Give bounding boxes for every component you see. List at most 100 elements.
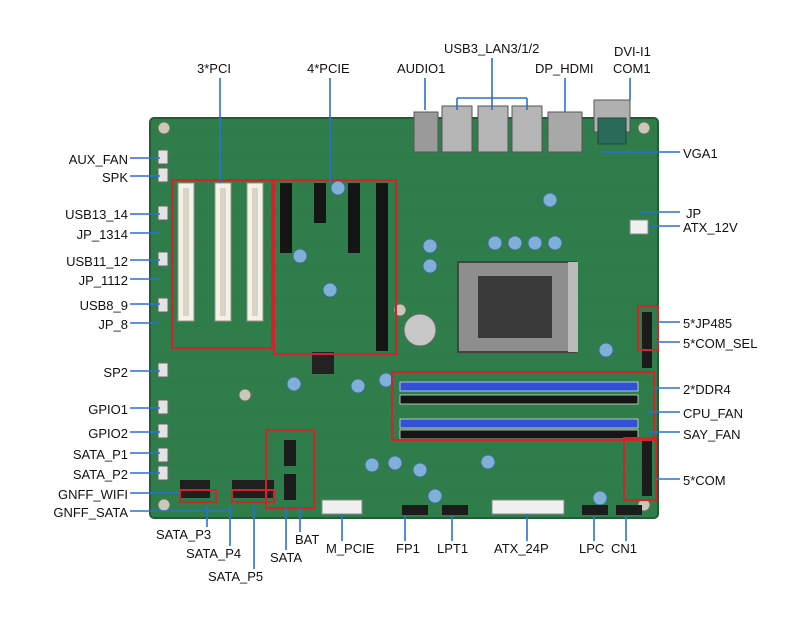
pcie-slot [314, 183, 326, 223]
m-pcie-slot [321, 499, 363, 515]
label-gnff-sata: GNFF_SATA [53, 505, 128, 520]
capacitor [350, 378, 366, 394]
capacitor [378, 372, 394, 388]
mounting-hole [238, 388, 252, 402]
pin-header [157, 205, 169, 221]
label-sp2: SP2 [103, 365, 128, 380]
label-atx-12v: ATX_12V [683, 220, 738, 235]
label-cpu-fan: CPU_FAN [683, 406, 743, 421]
label-pci: 3*PCI [197, 61, 231, 76]
com5-highlight-box [623, 437, 657, 501]
label-fp1: FP1 [396, 541, 420, 556]
capacitor [412, 462, 428, 478]
label-ddr4: 2*DDR4 [683, 382, 731, 397]
label-jp-8: JP_8 [98, 317, 128, 332]
label-cn1: CN1 [611, 541, 638, 556]
capacitor [387, 455, 403, 471]
label-gpio1: GPIO1 [88, 402, 128, 417]
pin-header [157, 167, 169, 183]
label-jp-1314: JP_1314 [76, 227, 128, 242]
pci-highlight-box [171, 179, 273, 349]
label-gnff-wifi: GNFF_WIFI [57, 487, 128, 502]
jp485-highlight-box [637, 305, 659, 351]
pin-header [157, 362, 169, 378]
capacitor [542, 192, 558, 208]
capacitor [487, 235, 503, 251]
label-usb3-lan: USB3_LAN3/1/2 [444, 41, 540, 56]
capacitor [286, 376, 302, 392]
audio-connector [413, 111, 439, 153]
label-sata-p5: SATA_P5 [208, 569, 264, 584]
capacitor [422, 238, 438, 254]
chipset [312, 352, 334, 374]
capacitor [547, 235, 563, 251]
label-aux-fan: AUX_FAN [68, 152, 128, 167]
pin-header [157, 423, 169, 439]
capacitor [427, 488, 443, 504]
label-sata-p3: SATA_P3 [156, 527, 212, 542]
pin-header [157, 447, 169, 463]
ddr4-highlight-box [391, 371, 655, 441]
dimm-slot [399, 429, 639, 440]
mounting-hole [637, 121, 651, 135]
label-usb8-9: USB8_9 [79, 298, 128, 313]
label-vga: VGA1 [683, 146, 718, 161]
pin-header [157, 399, 169, 415]
label-m-pcie: M_PCIE [326, 541, 375, 556]
label-lpc: LPC [579, 541, 605, 556]
atx-12v-connector [629, 219, 649, 235]
mounting-hole [157, 498, 171, 512]
label-sata-p4: SATA_P4 [186, 546, 242, 561]
capacitor [592, 490, 608, 506]
sata-connector [284, 474, 296, 500]
usb-lan-port [511, 105, 543, 153]
pcie-slot [376, 183, 388, 351]
pin-header [157, 149, 169, 165]
label-lpt1: LPT1 [437, 541, 469, 556]
pin-header [157, 297, 169, 313]
capacitor [507, 235, 523, 251]
battery [403, 313, 437, 347]
com-header [642, 440, 652, 496]
capacitor [527, 235, 543, 251]
label-sata-p1: SATA_P1 [72, 447, 128, 462]
gnff-sata-highlight [231, 489, 275, 503]
label-usb13-14: USB13_14 [65, 207, 128, 222]
label-bat: BAT [295, 532, 320, 547]
dimm-slot [399, 394, 639, 405]
atx-24p-connector [491, 499, 565, 515]
bottom-header [582, 505, 608, 515]
pcie-slot [348, 183, 360, 253]
usb-lan-port [477, 105, 509, 153]
cpu-lever [568, 262, 578, 352]
sata-highlight-box [265, 429, 315, 509]
bottom-header [442, 505, 468, 515]
bottom-header [616, 505, 642, 515]
pin-header [157, 251, 169, 267]
sata-connector [284, 440, 296, 466]
capacitor [422, 258, 438, 274]
cpu-socket-center [478, 276, 552, 338]
gnff-wifi-highlight [179, 489, 217, 503]
label-atx-24p: ATX_24P [494, 541, 549, 556]
capacitor [480, 454, 496, 470]
pcie-highlight-box [273, 179, 397, 355]
label-pcie: 4*PCIE [307, 61, 350, 76]
capacitor [330, 180, 346, 196]
label-usb11-12: USB11_12 [66, 254, 128, 269]
label-dvi: DVI-I1 [614, 44, 651, 59]
label-sata: SATA [270, 550, 303, 565]
mounting-hole [157, 121, 171, 135]
label-gpio2: GPIO2 [88, 426, 128, 441]
com-header [642, 312, 652, 368]
com1-port [597, 117, 627, 145]
label-com1: COM1 [613, 61, 651, 76]
pci-slot-groove [252, 188, 258, 316]
label-jp: JP [686, 206, 702, 221]
label-dp-hdmi: DP_HDMI [535, 61, 594, 76]
label-com-sel: 5*COM_SEL [683, 336, 758, 351]
capacitor [292, 248, 308, 264]
label-sata-p2: SATA_P2 [72, 467, 128, 482]
